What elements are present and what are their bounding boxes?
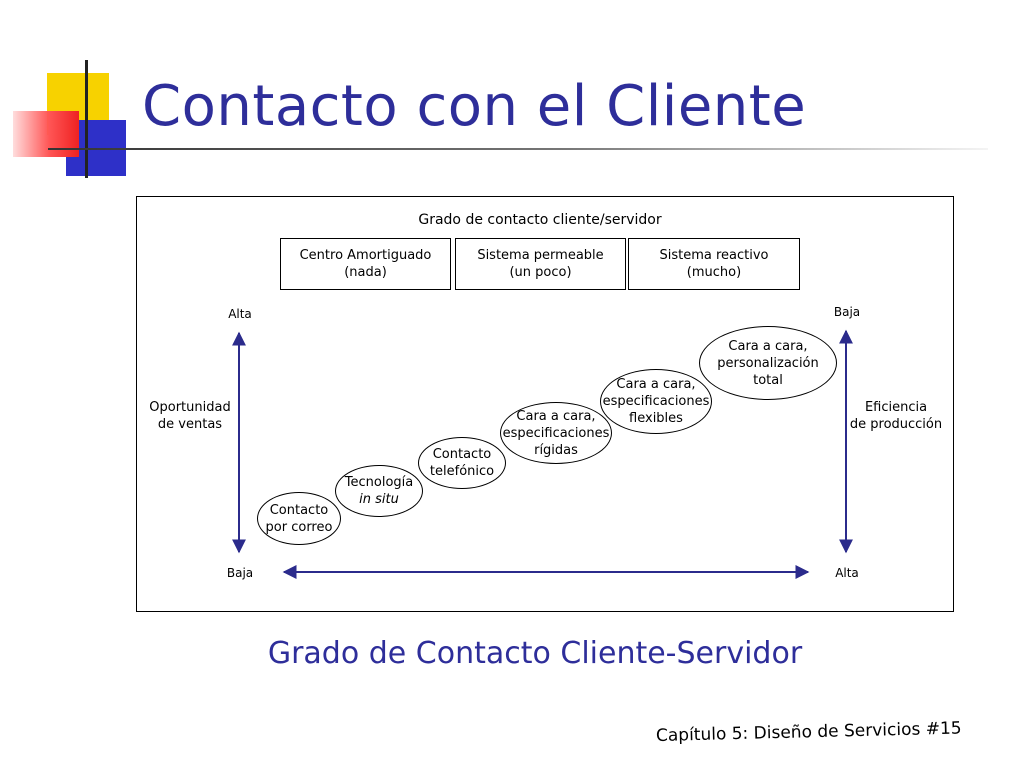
right-axis-top-label: Baja (833, 305, 861, 319)
diagram-header: Grado de contacto cliente/servidor (418, 212, 662, 228)
node-line: telefónico (429, 464, 495, 479)
logo-vertical-line (85, 60, 88, 178)
node-face-flexible: Cara a cara, especificaciones flexibles (600, 369, 712, 434)
left-axis-top-label: Alta (228, 307, 252, 321)
category-label: Centro Amortiguado (299, 248, 432, 263)
node-line: Cara a cara, (516, 408, 596, 424)
left-axis-bottom-label: Baja (226, 566, 254, 580)
diagram-frame (136, 196, 954, 612)
node-phone-contact: Contacto telefónico (418, 437, 506, 489)
node-line: personalización (717, 355, 819, 371)
slide-subtitle: Grado de Contacto Cliente-Servidor (267, 636, 803, 671)
node-face-custom: Cara a cara, personalización total (699, 326, 837, 400)
left-axis-label: Oportunidad de ventas (140, 399, 240, 433)
title-underline (48, 148, 988, 150)
right-axis-label: Eficiencia de producción (841, 399, 951, 433)
right-axis-label-line1: Eficiencia (864, 400, 928, 415)
node-mail-contact: Contacto por correo (257, 492, 341, 545)
category-sublabel: (mucho) (686, 265, 742, 280)
category-box-permeable: Sistema permeable (un poco) (455, 238, 626, 290)
node-line: especificaciones (602, 394, 710, 409)
node-line: total (753, 372, 783, 388)
node-line: Contacto (269, 502, 329, 518)
category-label: Sistema permeable (477, 248, 604, 263)
slide-title: Contacto con el Cliente (142, 74, 807, 139)
node-line: Tecnología (344, 475, 414, 490)
node-face-rigid: Cara a cara, especificaciones rígidas (500, 402, 612, 464)
node-line: Contacto (432, 447, 492, 462)
node-line: por correo (265, 519, 333, 535)
left-axis-label-line2: de ventas (157, 417, 223, 432)
category-label: Sistema reactivo (659, 248, 769, 263)
right-axis-label-line2: de producción (849, 417, 943, 432)
category-sublabel: (nada) (344, 265, 387, 280)
category-sublabel: (un poco) (509, 265, 572, 280)
left-axis-label-line1: Oportunidad (149, 400, 231, 415)
node-line: in situ (359, 492, 399, 507)
node-line: Cara a cara, (616, 377, 696, 392)
category-box-reactive: Sistema reactivo (mucho) (628, 238, 800, 290)
node-line: flexibles (629, 411, 683, 426)
node-line: rígidas (534, 442, 578, 458)
node-line: especificaciones (502, 425, 610, 441)
category-box-buffered: Centro Amortiguado (nada) (280, 238, 451, 290)
node-line: Cara a cara, (728, 338, 808, 354)
node-onsite-technology: Tecnología in situ (335, 465, 423, 517)
right-axis-bottom-label: Alta (835, 566, 859, 580)
